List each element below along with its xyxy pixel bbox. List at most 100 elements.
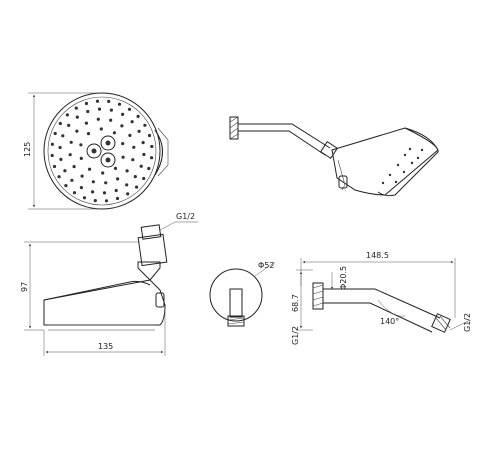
spray-nozzle bbox=[79, 143, 83, 147]
spray-nozzle bbox=[120, 124, 124, 128]
front-outer-rim bbox=[43, 92, 161, 210]
spray-nozzle bbox=[84, 121, 88, 125]
spray-nozzle bbox=[125, 169, 129, 173]
arm-lower-edge bbox=[238, 130, 326, 156]
profile-height-label: 97 bbox=[20, 282, 29, 292]
flange-end-view: Φ52 bbox=[209, 261, 276, 327]
spray-nozzle bbox=[131, 158, 135, 162]
face-nozzles bbox=[381, 147, 424, 185]
spray-nozzle bbox=[147, 133, 152, 138]
profile-thread bbox=[140, 224, 162, 240]
profile-width-dimension: 135 bbox=[43, 310, 166, 356]
spray-nozzle bbox=[79, 156, 83, 160]
center-jet-3 bbox=[100, 152, 116, 168]
arm-length-label: 148.5 bbox=[366, 251, 389, 260]
arm-tube-bottom bbox=[323, 302, 433, 333]
spray-nozzle bbox=[72, 191, 77, 195]
profile-nozzle-row bbox=[48, 324, 155, 331]
profile-thread-callout: G1/2 bbox=[159, 212, 198, 231]
spray-nozzle bbox=[69, 140, 73, 144]
arm-thread-hatch bbox=[312, 284, 324, 307]
spray-nozzle bbox=[79, 186, 83, 190]
spray-nozzle bbox=[63, 169, 67, 173]
arm-connector bbox=[320, 141, 338, 159]
spray-nozzle bbox=[58, 145, 62, 150]
front-height-dimension: 125 bbox=[23, 92, 100, 210]
spray-nozzle bbox=[136, 114, 140, 118]
arm-angle-label: 140° bbox=[380, 317, 399, 326]
spray-nozzle bbox=[127, 107, 132, 111]
spray-nozzle bbox=[97, 107, 102, 111]
side-profile-view: 97 135 G1/2 bbox=[20, 212, 198, 356]
spray-nozzle bbox=[116, 177, 120, 181]
profile-height-dimension: 97 bbox=[20, 241, 140, 331]
arm-wall-thread bbox=[312, 282, 324, 310]
spray-nozzle bbox=[142, 176, 146, 181]
arm-tube-label: Φ20.5 bbox=[339, 266, 348, 290]
spray-nozzle bbox=[132, 145, 136, 149]
front-height-label: 125 bbox=[23, 142, 32, 157]
spray-nozzle bbox=[128, 133, 132, 137]
profile-width-label: 135 bbox=[98, 342, 113, 351]
spray-nozzle bbox=[114, 188, 118, 193]
profile-top-curve bbox=[43, 280, 151, 301]
arm-stub bbox=[229, 288, 243, 318]
spray-nozzle bbox=[150, 156, 154, 160]
outlet-thread-hatch bbox=[435, 315, 451, 331]
spray-nozzle bbox=[137, 129, 141, 133]
spray-nozzle bbox=[74, 106, 78, 110]
arm-height-label: 68.7 bbox=[291, 294, 300, 312]
spray-nozzle bbox=[101, 171, 105, 175]
arm-side-view: 148.5 Φ20.5 68.7 G1/2 140° G1/2 bbox=[291, 251, 472, 345]
spray-nozzle bbox=[143, 123, 147, 127]
spray-nozzle bbox=[121, 112, 125, 116]
spray-nozzle bbox=[96, 117, 100, 121]
stub-thread-hatch bbox=[227, 317, 245, 325]
arm-tube-dimension: Φ20.5 bbox=[330, 266, 348, 290]
spray-nozzle bbox=[130, 120, 134, 124]
profile-neck bbox=[137, 233, 168, 267]
arm-thread-outlet-label: G1/2 bbox=[463, 313, 472, 332]
front-side-tab-edge bbox=[157, 127, 169, 177]
head-body bbox=[331, 127, 439, 196]
arm-height-dimension: 68.7 bbox=[291, 269, 313, 331]
spray-nozzle bbox=[53, 131, 57, 136]
arm-length-dimension: 148.5 bbox=[300, 251, 456, 318]
spray-nozzle bbox=[52, 164, 57, 169]
spray-nozzle bbox=[150, 144, 154, 149]
front-inner-rim bbox=[47, 96, 157, 206]
spray-nozzle bbox=[104, 199, 109, 203]
spray-nozzle bbox=[68, 153, 72, 157]
spray-nozzle bbox=[102, 191, 107, 195]
spray-nozzle bbox=[67, 123, 71, 127]
center-jets bbox=[86, 135, 116, 168]
front-side-tab bbox=[154, 129, 163, 176]
center-jet-1 bbox=[86, 143, 102, 159]
spray-nozzle bbox=[115, 196, 120, 201]
center-jet-2 bbox=[100, 135, 116, 151]
spray-nozzle bbox=[58, 121, 62, 126]
spray-nozzle bbox=[75, 115, 79, 119]
spray-nozzle bbox=[59, 157, 63, 161]
spray-nozzle bbox=[125, 183, 129, 187]
profile-body bbox=[43, 261, 166, 326]
spray-nozzle bbox=[82, 196, 87, 200]
spray-nozzle bbox=[75, 129, 79, 133]
spray-nozzle bbox=[104, 181, 108, 185]
spray-nozzle bbox=[84, 101, 89, 106]
spray-nozzle bbox=[121, 142, 125, 146]
flange-circle bbox=[209, 268, 263, 322]
profile-thread-label: G1/2 bbox=[176, 212, 195, 221]
spray-nozzle bbox=[113, 166, 118, 170]
spray-nozzle bbox=[133, 175, 137, 179]
spray-nozzle bbox=[86, 132, 91, 136]
spray-nozzle bbox=[142, 152, 146, 157]
side-assembly-view bbox=[229, 116, 439, 197]
wall-flange bbox=[229, 116, 239, 140]
spray-nozzle bbox=[80, 174, 84, 178]
arm-outlet-callout: G1/2 bbox=[449, 313, 472, 332]
head-button bbox=[338, 175, 348, 189]
arm-tube-top bbox=[323, 288, 441, 319]
